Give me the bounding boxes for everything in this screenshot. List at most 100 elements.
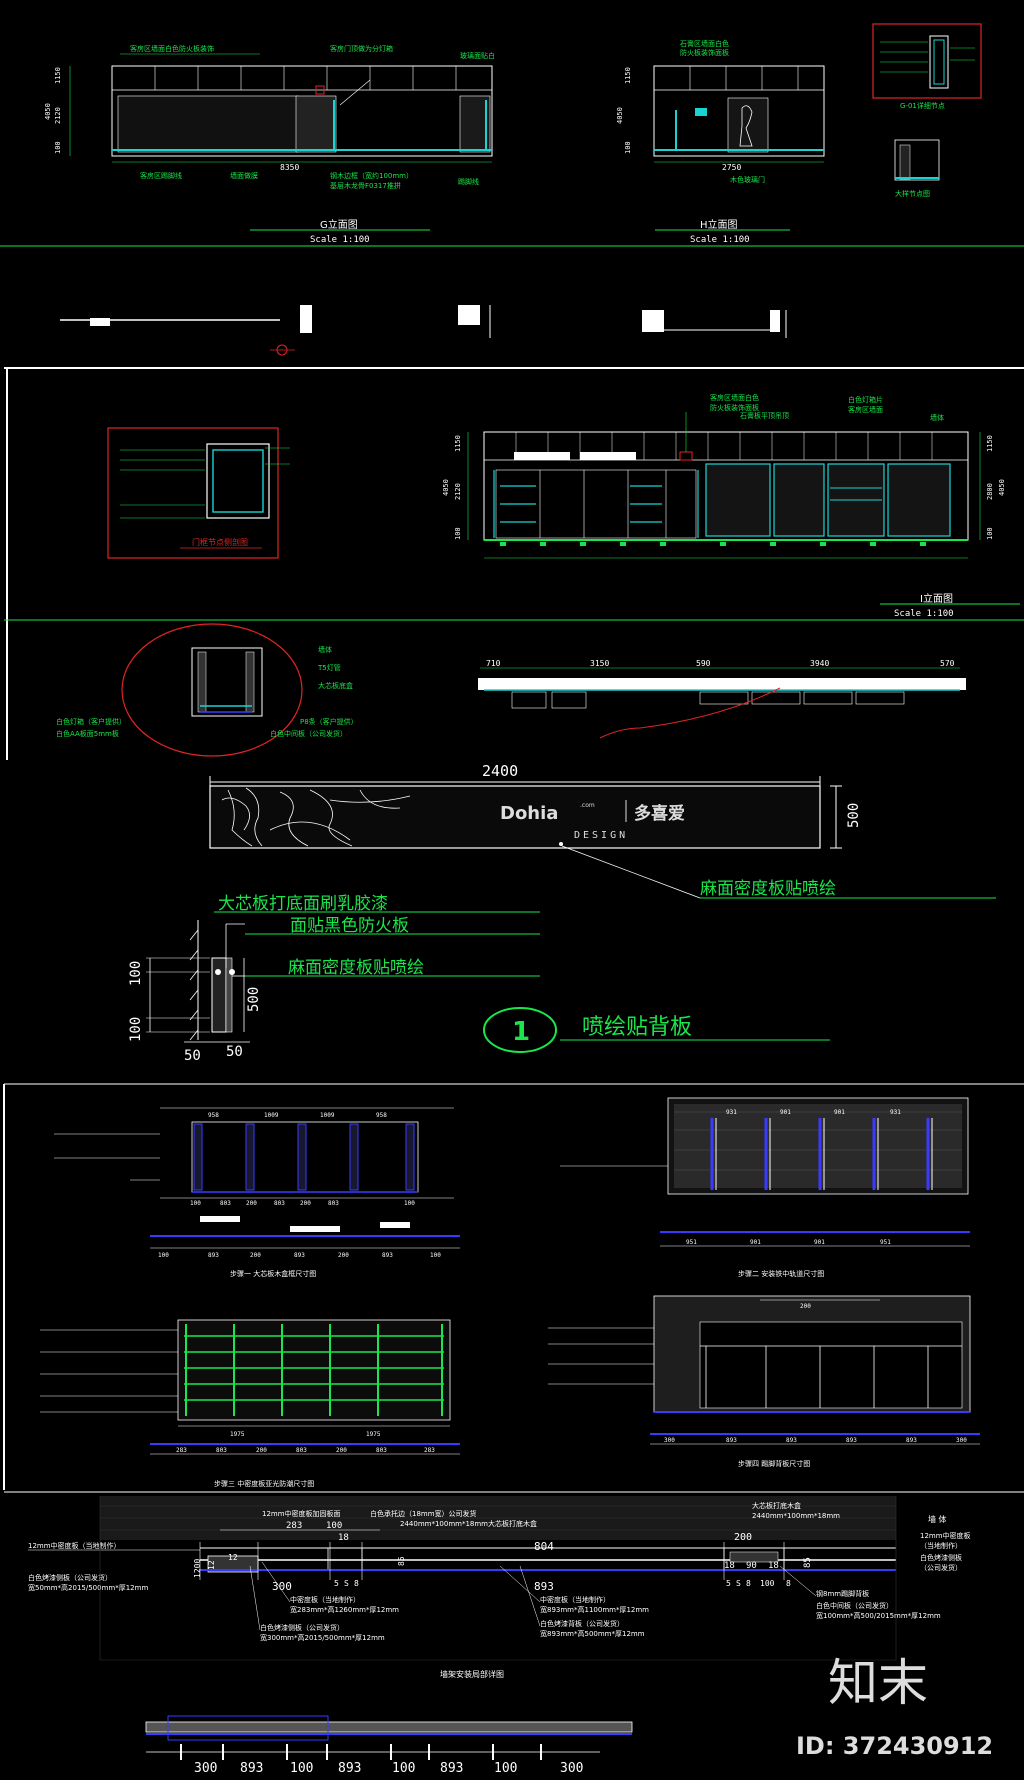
step3-title: 步骤三 中密度板亚光防潮尺寸图 xyxy=(214,1479,314,1488)
detail-dim: 12 xyxy=(207,1560,216,1570)
detail-note-mid4: 宽300mm*高2015/500mm*厚12mm xyxy=(260,1633,385,1642)
detail-dim: 18 xyxy=(768,1561,779,1571)
s1-plan-dim: 893 xyxy=(294,1252,305,1259)
step3-drawing: 1975 1975 283 803 200 803 200 803 283 步骤… xyxy=(40,1319,460,1488)
bottom-dim: 100 xyxy=(392,1761,415,1776)
logo-cn: 多喜爱 xyxy=(634,803,685,824)
lightbox-circle-detail: 墙体 T5灯管 大芯板底盒 白色灯箱（客户提供） 白色AA板面5mm板 白色中间… xyxy=(56,623,358,757)
detail-dim: 283 xyxy=(286,1521,302,1531)
detail-note-top4: 大芯板打底木盒 xyxy=(752,1501,801,1510)
section-detail-title: 门框节点侧剖图 xyxy=(192,537,248,547)
s2-plan-dim: 901 xyxy=(750,1239,761,1246)
s3-plan-dim: 283 xyxy=(424,1447,435,1454)
detail-dim: 100 xyxy=(760,1579,775,1588)
panel-installation-steps: 958 1009 1009 958 100 803 200 803 200 80… xyxy=(3,1083,1024,1490)
detail-note-right3: （当地制作） xyxy=(920,1541,962,1550)
panel-shelf-detail: 283 100 18 804 200 18 90 18 85 300 893 5… xyxy=(4,1491,1024,1776)
watermark-brand: 知末 xyxy=(828,1654,928,1712)
s4-top-dim: 200 xyxy=(800,1303,811,1310)
s3-plan-dim: 200 xyxy=(336,1447,347,1454)
detail-dim: 5 xyxy=(726,1579,731,1588)
g-note-top-left: 客房区墙面白色防火板装饰 xyxy=(130,44,214,53)
s1-bottom-dim: 200 xyxy=(300,1200,311,1207)
s3-plan-dim: 283 xyxy=(176,1447,187,1454)
g-elevation: 8350 1150 2120 100 4050 客房区墙面白色防火板装饰 客房门… xyxy=(44,44,495,245)
detail-note-mid7: 白色烤漆背板（公司发货） xyxy=(540,1619,624,1628)
bottom-dim: 893 xyxy=(240,1761,263,1776)
s4-plan-dim: 893 xyxy=(906,1437,917,1444)
s4-plan-dim: 300 xyxy=(956,1437,967,1444)
decorative-figure xyxy=(221,787,411,847)
i-dim-vert-right: 1150 xyxy=(986,435,994,452)
detail-note-mid6: 宽893mm*高1100mm*厚12mm xyxy=(540,1605,649,1614)
detail-note-left1: 12mm中密度板（当地制作） xyxy=(28,1541,121,1550)
detail-note-mid3: 白色烤漆侧板（公司发货） xyxy=(260,1623,344,1632)
bottom-dim: 100 xyxy=(494,1761,517,1776)
h-plan-strip xyxy=(642,310,787,338)
detail-note-mid1: 中密度板（当地制作） xyxy=(290,1595,360,1604)
bottom-dim: 100 xyxy=(290,1761,313,1776)
detail-dim: 12 xyxy=(228,1553,238,1562)
s1-plan-dim: 893 xyxy=(208,1252,219,1259)
side-dim: 100 xyxy=(128,961,144,986)
s3-plan-dim: 803 xyxy=(296,1447,307,1454)
s1-plan-dim: 893 xyxy=(382,1252,393,1259)
s1-plan-dim: 200 xyxy=(250,1252,261,1259)
note-3: 麻面密度板贴喷绘 xyxy=(288,958,424,978)
logo-main: Dohia xyxy=(500,803,558,824)
step4-drawing: 200 300 893 893 893 893 300 步骤四 踢脚背板尺寸图 xyxy=(548,1295,980,1468)
g-elev-scale: Scale 1:100 xyxy=(310,235,370,245)
g-note-bottom-right1: 钢木边框（宽约100mm） xyxy=(330,171,413,180)
detail-dim: 300 xyxy=(272,1580,292,1593)
note-2: 面贴黑色防火板 xyxy=(290,916,409,936)
s3-bottom-dim: 1975 xyxy=(230,1431,245,1438)
s4-plan-dim: 893 xyxy=(786,1437,797,1444)
i-note-mid1: 石膏板平顶吊顶 xyxy=(740,411,789,420)
s1-top-dim: 1009 xyxy=(320,1112,335,1119)
side-section: 100 500 100 50 50 xyxy=(128,920,262,1064)
s3-plan-dim: 803 xyxy=(376,1447,387,1454)
i-elevation-drawing: 1150 2120 100 4050 1150 2800 100 4050 客房… xyxy=(442,393,1020,619)
s1-bottom-dim: 803 xyxy=(220,1200,231,1207)
plan-note7: P8条（客户提供） xyxy=(300,717,358,726)
side-bottom-dim: 50 xyxy=(184,1048,201,1064)
logo-sub: DESIGN xyxy=(574,830,628,841)
detail-label: G-01详细节点 xyxy=(900,101,945,110)
board-width-dim: 2400 xyxy=(482,762,518,780)
bottom-dim: 893 xyxy=(440,1761,463,1776)
detail-note-mid8: 宽893mm*高500mm*厚12mm xyxy=(540,1629,645,1638)
g-note-bottom-right3: 踢脚线 xyxy=(458,177,479,186)
detail-note-left2: 白色烤漆侧板（公司发货） xyxy=(28,1573,112,1582)
panel-i-elevation: 门框节点侧剖图 xyxy=(4,367,1024,760)
detail-footer-title: 墙架安装局部详图 xyxy=(440,1669,504,1679)
plan-note5: 白色AA板面5mm板 xyxy=(56,729,119,738)
bottom-dim: 893 xyxy=(338,1761,361,1776)
g-note-top-mid: 客房门顶做为分灯箱 xyxy=(330,44,393,53)
h-elev-title: H立面图 xyxy=(700,218,738,231)
g-note-bottom-left: 客房区踢脚线 xyxy=(140,171,182,180)
detail-dim: 804 xyxy=(534,1540,554,1553)
i-elev-scale: Scale 1:100 xyxy=(894,609,954,619)
s1-bottom-dim: 200 xyxy=(246,1200,257,1207)
watermark: 知末 ID: 372430912 xyxy=(796,1654,993,1760)
circle-num: 1 xyxy=(512,1017,530,1047)
s1-top-dim: 1009 xyxy=(264,1112,279,1119)
detail-note-right4: 白色烤漆侧板 xyxy=(920,1553,962,1562)
i-dim-vert-left: 100 xyxy=(454,527,462,540)
g-dim-vert: 100 xyxy=(54,141,62,154)
s2-top-dim: 901 xyxy=(780,1109,791,1116)
g-dim-width: 8350 xyxy=(280,163,299,172)
i-dim-vert-right: 4050 xyxy=(998,479,1006,496)
i-dim-vert-left: 1150 xyxy=(454,435,462,452)
detail-note-top1: 12mm中密度板加固板面 xyxy=(262,1509,341,1518)
plan-note2: T5灯管 xyxy=(317,663,341,672)
s2-plan-dim: 951 xyxy=(686,1239,697,1246)
s3-plan-dim: 803 xyxy=(216,1447,227,1454)
detail-note: 大样节点图 xyxy=(895,189,930,198)
plan-note3: 大芯板底盒 xyxy=(318,681,353,690)
h-elev-scale: Scale 1:100 xyxy=(690,235,750,245)
side-dim: 100 xyxy=(128,1017,144,1042)
circle-title: 喷绘贴背板 xyxy=(582,1015,692,1040)
s4-plan-dim: 893 xyxy=(726,1437,737,1444)
